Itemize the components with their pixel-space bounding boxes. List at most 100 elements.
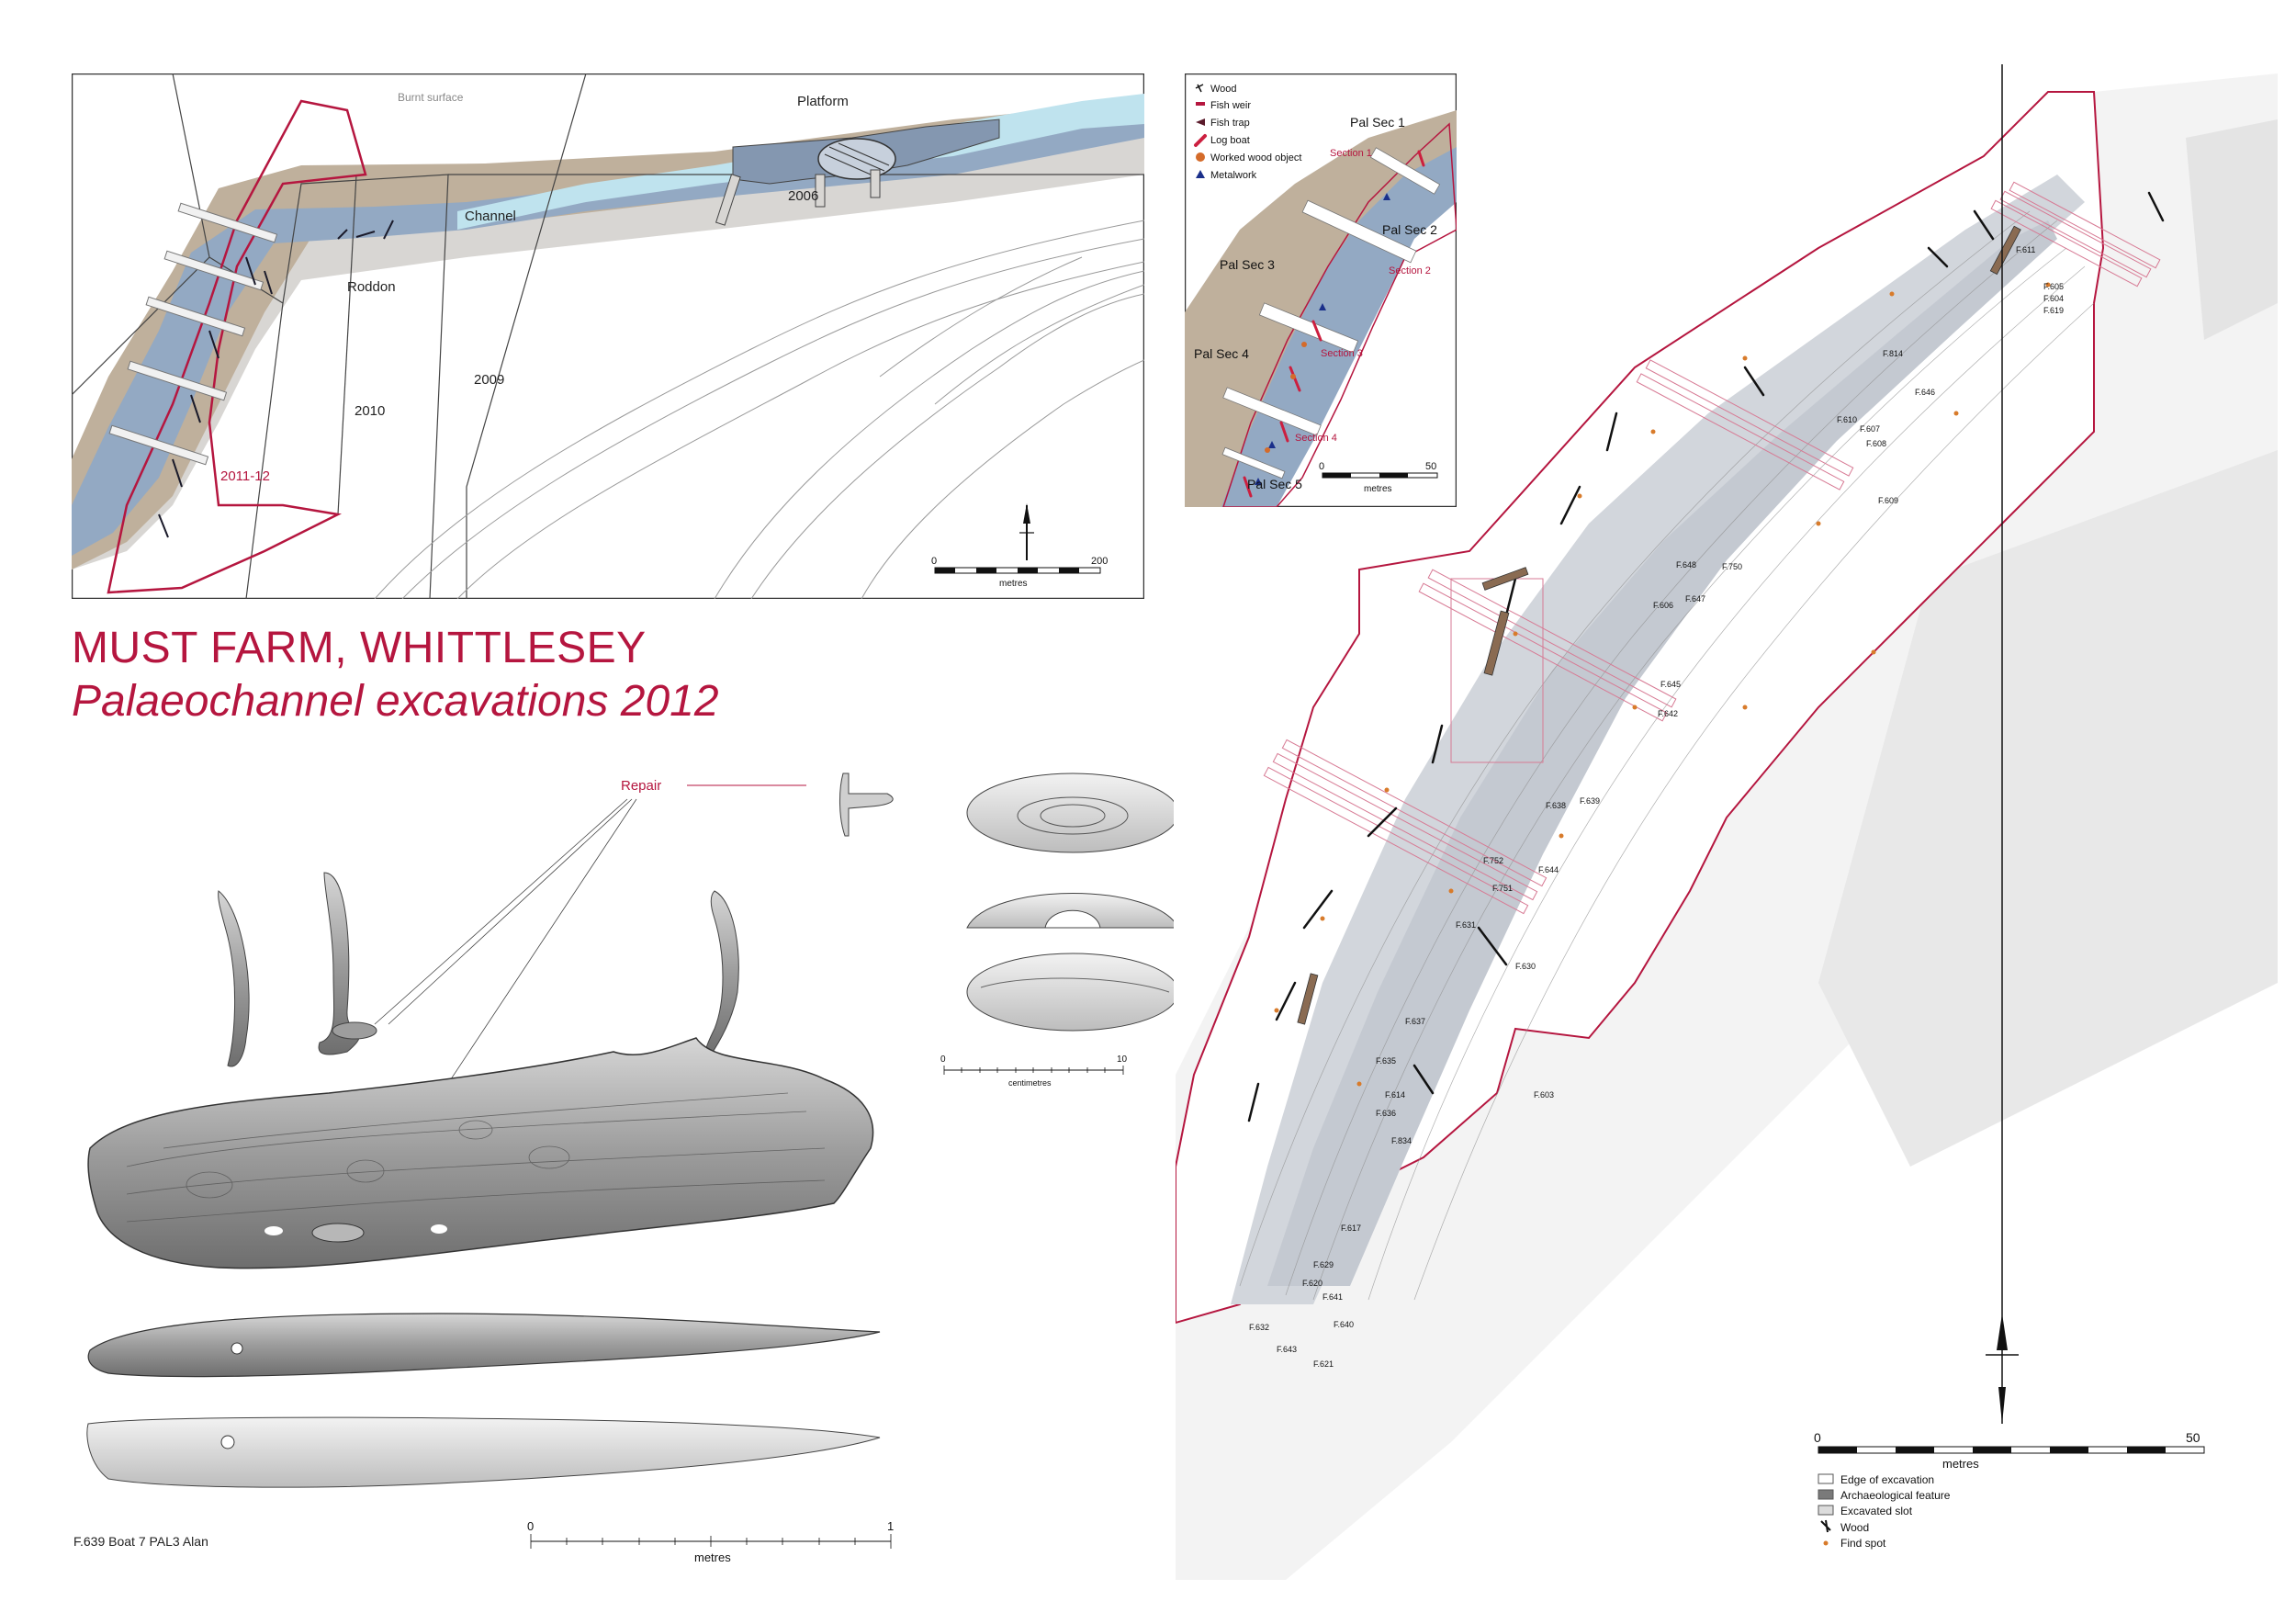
feature-f631: F.631 xyxy=(1456,920,1476,930)
inset-scale-end: 50 xyxy=(1425,461,1436,472)
feature-f605: F.605 xyxy=(2043,282,2064,291)
site-plan-svg: F.611 F.605 F.604 F.619 F.814 F.610 F.60… xyxy=(1176,64,2278,1580)
feature-f603: F.603 xyxy=(1534,1090,1554,1100)
pal-sec-3-label: Pal Sec 3 xyxy=(1220,257,1275,272)
feature-f638: F.638 xyxy=(1546,801,1566,810)
repair-label: Repair xyxy=(621,778,661,794)
boat-drawings: Repair xyxy=(72,762,1174,1589)
location-scale-bar: 0 200 metres xyxy=(931,556,1108,589)
legend-log-boat: Log boat xyxy=(1194,134,1250,147)
feature-f608: F.608 xyxy=(1866,439,1886,448)
sheet-title: MUST FARM, WHITTLESEY Palaeochannel exca… xyxy=(72,624,719,730)
section-2-label: Section 2 xyxy=(1389,265,1431,276)
feature-f834: F.834 xyxy=(1391,1136,1412,1145)
feature-f632: F.632 xyxy=(1249,1323,1269,1332)
legend-find-spot-label: Find spot xyxy=(1840,1537,1886,1550)
feature-f607: F.607 xyxy=(1860,424,1880,434)
boat-scale-bar: 0 1 metres xyxy=(527,1519,894,1564)
pal-sec-5-label: Pal Sec 5 xyxy=(1247,477,1302,491)
legend-wood-label: Wood xyxy=(1210,84,1237,95)
pal-sec-1-label: Pal Sec 1 xyxy=(1350,115,1405,130)
legend-find-spot: Find spot xyxy=(1823,1537,1886,1550)
feature-f643: F.643 xyxy=(1277,1345,1297,1354)
platform-feature xyxy=(715,118,1000,226)
feature-swatch-icon xyxy=(1818,1489,1834,1500)
legend-worked-wood-label: Worked wood object xyxy=(1210,152,1301,164)
detail-scale-end: 10 xyxy=(1117,1054,1128,1065)
location-map: Burnt surface Platform Channel Roddon 20… xyxy=(72,73,1144,599)
legend-feature: Archaeological feature xyxy=(1818,1489,1951,1502)
inset-scale-start: 0 xyxy=(1319,461,1324,472)
inset-map: Wood Fish weir Fish trap Log boat Worked… xyxy=(1185,73,1457,507)
feature-f629: F.629 xyxy=(1313,1260,1334,1269)
feature-f630: F.630 xyxy=(1515,962,1536,971)
area-2009-label: 2009 xyxy=(474,372,504,388)
roddon-label: Roddon xyxy=(347,279,396,295)
boat-drawings-svg: Repair xyxy=(86,773,1174,1564)
wood-icon xyxy=(1820,1519,1831,1533)
section-3-label: Section 3 xyxy=(1321,348,1363,359)
boat-scale-unit: metres xyxy=(694,1551,731,1564)
site-north-arrow-icon xyxy=(1986,64,2019,1424)
section-1-label: Section 1 xyxy=(1330,148,1372,159)
fish-trap-icon xyxy=(1196,118,1205,126)
location-scale-unit: metres xyxy=(999,579,1028,589)
edge-swatch-icon xyxy=(1818,1473,1834,1484)
channel-label: Channel xyxy=(465,209,516,224)
find-spot-icon xyxy=(1823,1540,1829,1546)
legend-fish-weir: Fish weir xyxy=(1196,100,1251,111)
legend-worked-wood: Worked wood object xyxy=(1196,152,1301,164)
feature-f636: F.636 xyxy=(1376,1109,1396,1118)
area-2006-label: 2006 xyxy=(788,188,818,204)
inset-map-svg: Wood Fish weir Fish trap Log boat Worked… xyxy=(1185,73,1457,507)
feature-f645: F.645 xyxy=(1660,680,1681,689)
pal-sec-4-label: Pal Sec 4 xyxy=(1194,346,1249,361)
feature-f750: F.750 xyxy=(1722,562,1742,571)
fish-weir-icon xyxy=(1196,102,1205,106)
feature-f620: F.620 xyxy=(1302,1279,1322,1288)
boat-caption: F.639 Boat 7 PAL3 Alan xyxy=(73,1534,208,1549)
feature-f642: F.642 xyxy=(1658,709,1678,718)
feature-f752: F.752 xyxy=(1483,856,1503,865)
inset-scale-bar: 0 50 metres xyxy=(1319,461,1438,494)
feature-f647: F.647 xyxy=(1685,594,1705,603)
feature-f640: F.640 xyxy=(1334,1320,1354,1329)
log-boat-icon xyxy=(1194,134,1207,147)
legend-fish-weir-label: Fish weir xyxy=(1210,100,1251,111)
feature-f621: F.621 xyxy=(1313,1359,1334,1369)
site-legend: Edge of excavation Archaeological featur… xyxy=(1818,1473,1951,1550)
legend-wood-site: Wood xyxy=(1820,1519,1869,1534)
site-plan: F.611 F.605 F.604 F.619 F.814 F.610 F.60… xyxy=(1176,64,2278,1580)
slot-swatch-icon xyxy=(1818,1505,1834,1516)
feature-f637: F.637 xyxy=(1405,1017,1425,1026)
north-arrow-icon xyxy=(1019,503,1034,560)
inset-legend: Wood Fish weir Fish trap Log boat Worked… xyxy=(1194,84,1301,181)
pal-sec-2-label: Pal Sec 2 xyxy=(1382,222,1437,237)
feature-f609: F.609 xyxy=(1878,496,1898,505)
feature-f610: F.610 xyxy=(1837,415,1857,424)
title-subtitle: Palaeochannel excavations 2012 xyxy=(72,676,719,726)
site-scale-start: 0 xyxy=(1814,1430,1821,1445)
location-scale-start: 0 xyxy=(931,556,937,567)
wood-icon xyxy=(1195,84,1204,93)
feature-f644: F.644 xyxy=(1538,865,1559,874)
area-2010-label: 2010 xyxy=(355,403,385,419)
boat-plan-view xyxy=(87,1037,874,1269)
site-scale-end: 50 xyxy=(2186,1430,2200,1445)
section-4-label: Section 4 xyxy=(1295,433,1337,444)
legend-feature-label: Archaeological feature xyxy=(1840,1489,1951,1502)
feature-f614: F.614 xyxy=(1385,1090,1405,1100)
worked-wood-icon xyxy=(1196,152,1205,162)
repair-detail xyxy=(838,773,1174,1032)
boat-underside-view xyxy=(86,1416,881,1488)
feature-f814: F.814 xyxy=(1883,349,1903,358)
location-map-svg: Burnt surface Platform Channel Roddon 20… xyxy=(72,73,1144,599)
legend-slot-label: Excavated slot xyxy=(1840,1505,1913,1517)
feature-f606: F.606 xyxy=(1653,601,1673,610)
legend-fish-trap: Fish trap xyxy=(1196,118,1250,129)
legend-edge: Edge of excavation xyxy=(1818,1473,1934,1486)
site-scale-bar: 0 50 metres xyxy=(1814,1430,2205,1471)
feature-f648: F.648 xyxy=(1676,560,1696,570)
boat-side-view xyxy=(87,1313,881,1378)
